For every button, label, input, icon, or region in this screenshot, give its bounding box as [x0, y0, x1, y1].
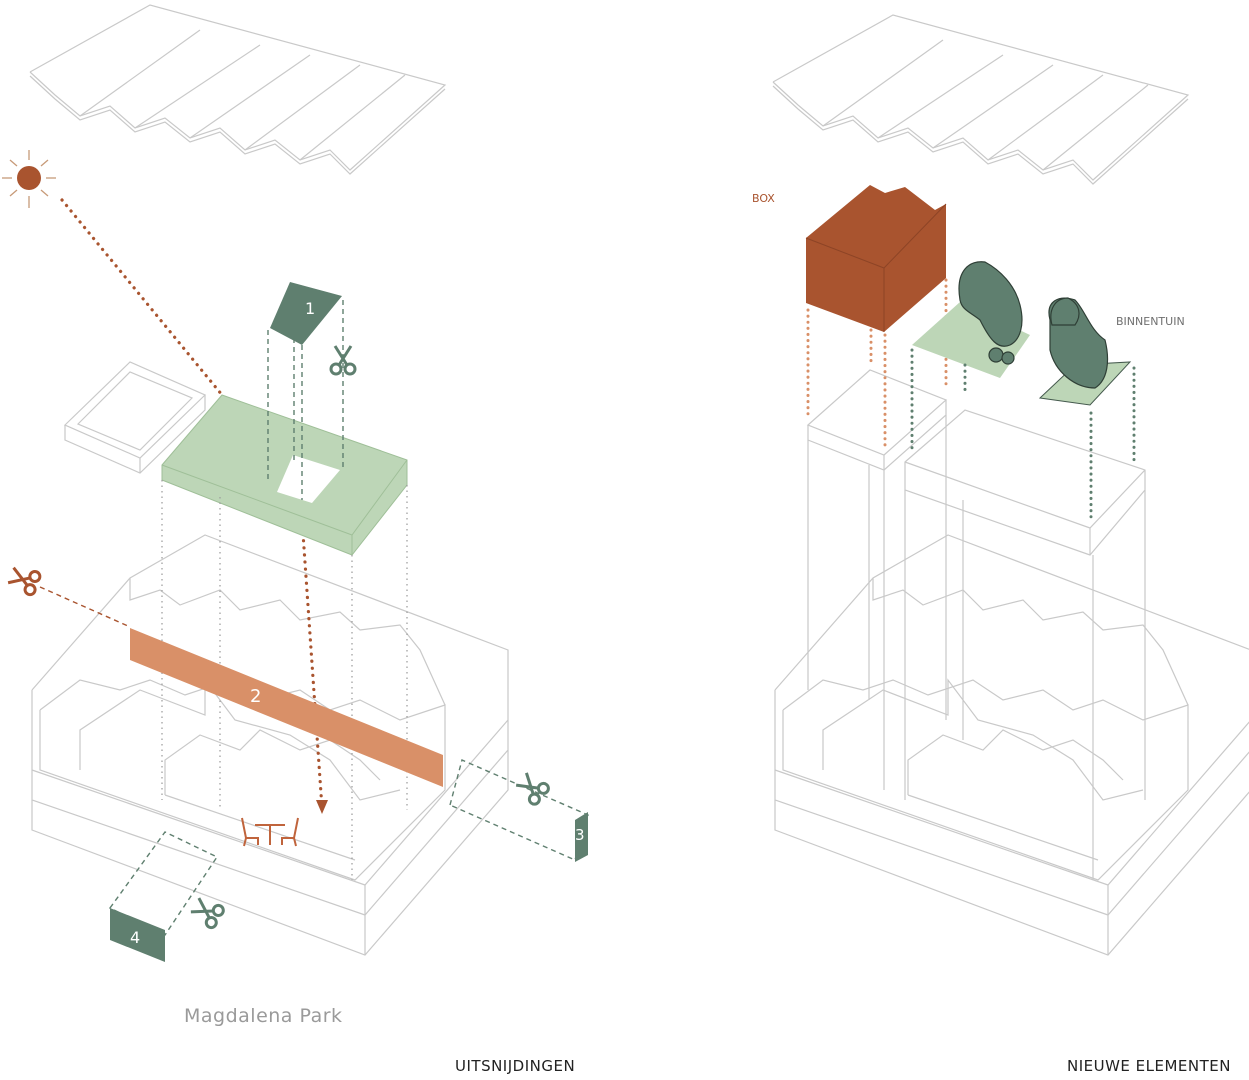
cut-4: 4	[108, 831, 219, 962]
garden-label: BINNENTUIN	[1116, 315, 1185, 328]
location-label: Magdalena Park	[184, 1005, 343, 1027]
cut-3: 3	[449, 759, 589, 862]
right-tower-frame	[806, 369, 1146, 880]
right-panel-title: NIEUWE ELEMENTEN	[1067, 1057, 1231, 1075]
roof-left	[29, 4, 446, 175]
cut-2: 2	[130, 628, 443, 787]
small-roof-frame-left	[63, 361, 207, 474]
svg-text:3: 3	[575, 826, 585, 844]
green-roof-slab	[161, 394, 408, 556]
cut-1: 1	[270, 282, 342, 345]
sun-icon	[2, 150, 56, 208]
roof-right	[772, 14, 1189, 185]
svg-text:1: 1	[305, 299, 315, 318]
box-volume	[805, 185, 947, 332]
svg-text:4: 4	[130, 928, 140, 947]
scissors-icon	[5, 562, 43, 598]
box-label: BOX	[752, 192, 775, 205]
table-chairs-icon	[241, 817, 299, 847]
base-building-right	[774, 534, 1249, 956]
scissors-icon	[512, 768, 552, 808]
svg-text:2: 2	[250, 686, 261, 707]
sunlight-arrow-icon	[316, 800, 328, 814]
base-building-left	[31, 534, 509, 956]
scissors-icon	[329, 344, 357, 376]
left-panel-title: UITSNIJDINGEN	[455, 1057, 576, 1075]
tree-icon	[958, 261, 1109, 389]
